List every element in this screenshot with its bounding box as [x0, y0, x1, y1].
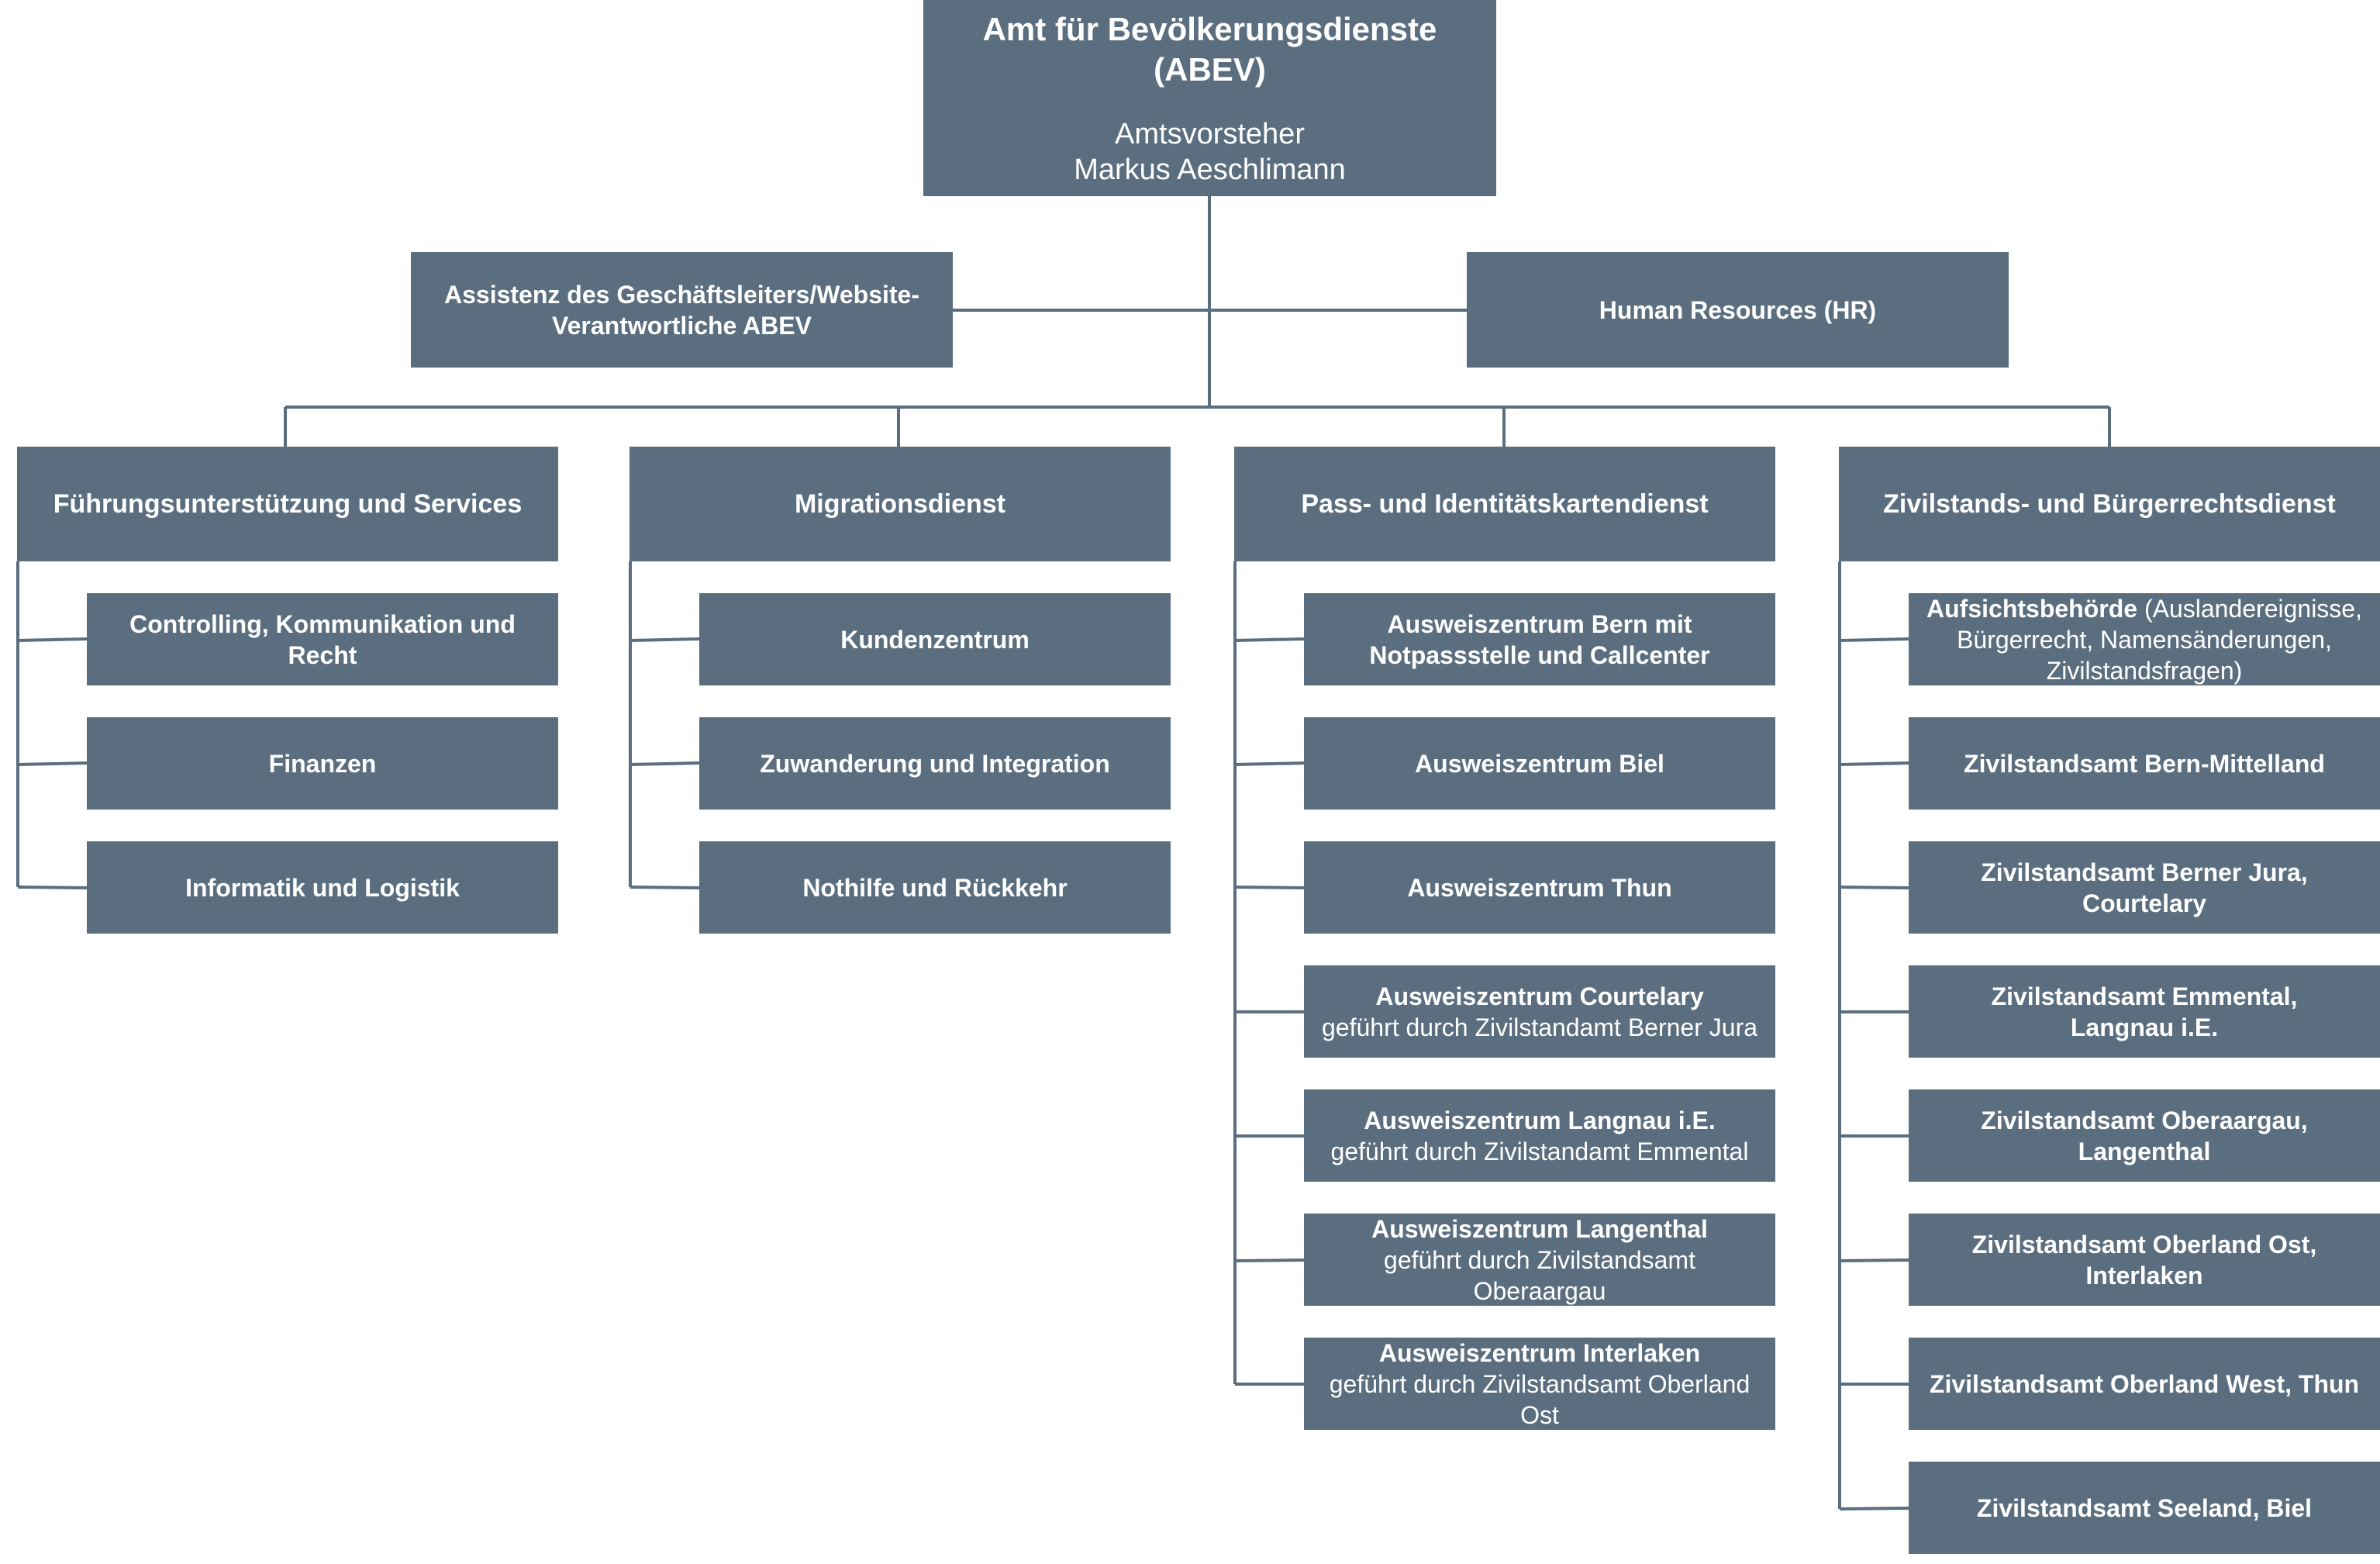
- unit-label: Zuwanderung und Integration: [760, 749, 1110, 778]
- unit-box: Zivilstandsamt Oberland West, Thun: [1909, 1338, 2380, 1430]
- branch-line: [1839, 637, 1909, 642]
- department-title: Führungsunterstützung und Services: [53, 489, 523, 519]
- unit-box: Zivilstandsamt Oberland Ost, Interlaken: [1909, 1214, 2380, 1306]
- unit-box: Zivilstandsamt Oberaargau, Langenthal: [1909, 1089, 2380, 1182]
- unit-box: Zivilstandsamt Bern-Mittelland: [1909, 717, 2380, 810]
- branch-line: [629, 886, 700, 889]
- unit-label: Ausweiszentrum Bern mit: [1387, 609, 1692, 638]
- department-title: Migrationsdienst: [794, 489, 1006, 519]
- unit-label: Courtelary: [2082, 889, 2207, 917]
- unit-label: Zivilstandsamt Oberaargau,: [1981, 1106, 2308, 1134]
- unit-label: Zivilstandsamt Oberland Ost,: [1971, 1230, 2317, 1258]
- unit-box: Informatik und Logistik: [87, 841, 558, 934]
- unit-box: Aufsichtsbehörde (Auslandereignisse, Bür…: [1909, 593, 2380, 685]
- assistant-line: Assistenz des Geschäftsleiters/Website-: [444, 280, 919, 309]
- unit-label: Nothilfe und Rückkehr: [802, 873, 1068, 902]
- unit-label: Zivilstandsamt Berner Jura,: [1981, 858, 2308, 886]
- unit-label: Zivilstandsamt Emmental,: [1991, 982, 2298, 1010]
- unit-label: Kundenzentrum: [840, 625, 1030, 654]
- hr-box: Human Resources (HR): [1467, 252, 2009, 368]
- branch-line: [17, 886, 88, 889]
- unit-box: Zuwanderung und Integration: [699, 717, 1171, 810]
- branch-line: [1839, 886, 1909, 889]
- hr-label: Human Resources (HR): [1599, 295, 1877, 324]
- unit-label: Ausweiszentrum Langenthal: [1371, 1214, 1708, 1243]
- department-box: Migrationsdienst: [629, 447, 1171, 561]
- branch-line: [1839, 1507, 1909, 1510]
- branch-line: [1839, 761, 1909, 766]
- branch-line: [1839, 1258, 1909, 1262]
- unit-label: Zivilstandsamt Seeland, Biel: [1976, 1493, 2313, 1522]
- unit-label: Notpassstelle und Callcenter: [1369, 640, 1710, 669]
- unit-box: Ausweiszentrum Bern mit Notpassstelle un…: [1304, 593, 1775, 685]
- unit-label: Zivilstandsamt Bern-Mittelland: [1964, 749, 2325, 778]
- unit-label: Ausweiszentrum Biel: [1415, 749, 1664, 778]
- unit-label: Langnau i.E.: [2070, 1013, 2219, 1041]
- unit-label: Zivilstandsamt Oberland West, Thun: [1929, 1369, 2360, 1398]
- office-abbreviation: (ABEV): [1154, 50, 1266, 88]
- branch-line: [1234, 886, 1305, 889]
- head-office-box: Amt für Bevölkerungsdienste (ABEV) Amtsv…: [923, 0, 1496, 196]
- unit-note: Bürgerrecht, Namensänderungen,: [1957, 625, 2332, 654]
- unit-box: Ausweiszentrum Courtelary geführt durch …: [1304, 965, 1775, 1058]
- branch-line: [629, 637, 700, 642]
- assistant-box: Assistenz des Geschäftsleiters/Website- …: [411, 252, 953, 368]
- unit-note: geführt durch Zivilstandamt Berner Jura: [1321, 1013, 1758, 1041]
- unit-label: Aufsichtsbehörde: [1926, 594, 2138, 623]
- branch-line: [1234, 1258, 1305, 1262]
- unit-box: Nothilfe und Rückkehr: [699, 841, 1171, 934]
- unit-label: Informatik und Logistik: [185, 873, 460, 902]
- unit-box: Kundenzentrum: [699, 593, 1171, 685]
- unit-label: Interlaken: [2085, 1261, 2203, 1290]
- unit-box: Ausweiszentrum Thun: [1304, 841, 1775, 934]
- unit-label: Ausweiszentrum Interlaken: [1378, 1338, 1701, 1367]
- unit-box: Ausweiszentrum Interlaken geführt durch …: [1304, 1338, 1775, 1430]
- unit-note: Zivilstandsfragen): [2046, 656, 2243, 685]
- unit-box: Ausweiszentrum Biel: [1304, 717, 1775, 810]
- branch-line: [1234, 637, 1305, 642]
- unit-label: Ausweiszentrum Courtelary: [1375, 982, 1704, 1010]
- unit-box: Ausweiszentrum Langnau i.E. geführt durc…: [1304, 1089, 1775, 1182]
- unit-label: Ausweiszentrum Langnau i.E.: [1364, 1106, 1716, 1134]
- branch-line: [17, 637, 88, 642]
- office-title: Amt für Bevölkerungsdienste: [982, 10, 1437, 47]
- unit-box: Zivilstandsamt Berner Jura, Courtelary: [1909, 841, 2380, 934]
- unit-note: Ost: [1520, 1400, 1559, 1429]
- office-head-name: Markus Aeschlimann: [1074, 153, 1346, 186]
- unit-box: Zivilstandsamt Emmental, Langnau i.E.: [1909, 965, 2380, 1058]
- unit-label: Ausweiszentrum Thun: [1407, 873, 1672, 902]
- unit-note: geführt durch Zivilstandsamt: [1384, 1245, 1695, 1274]
- department-title: Zivilstands- und Bürgerrechtsdienst: [1883, 489, 2336, 519]
- unit-box: Ausweiszentrum Langenthal geführt durch …: [1304, 1214, 1775, 1306]
- unit-box: Controlling, Kommunikation und Recht: [87, 593, 558, 685]
- branch-line: [629, 761, 700, 766]
- department-box: Pass- und Identitätskartendienst: [1234, 447, 1775, 561]
- department-box: Führungsunterstützung und Services: [17, 447, 558, 561]
- unit-label: Langenthal: [2078, 1137, 2211, 1165]
- unit-box: Zivilstandsamt Seeland, Biel: [1909, 1462, 2380, 1554]
- unit-label: Recht: [288, 640, 357, 669]
- unit-label-mixed: Aufsichtsbehörde (Auslandereignisse,: [1926, 593, 2362, 624]
- unit-note: Oberaargau: [1473, 1276, 1606, 1305]
- department-box: Zivilstands- und Bürgerrechtsdienst: [1839, 447, 2380, 561]
- office-role: Amtsvorsteher: [1115, 117, 1305, 150]
- unit-label: Controlling, Kommunikation und: [129, 609, 516, 638]
- assistant-line: Verantwortliche ABEV: [552, 311, 812, 340]
- branch-line: [17, 761, 88, 766]
- unit-label: Finanzen: [268, 749, 377, 778]
- branch-line: [1234, 761, 1305, 766]
- unit-note: geführt durch Zivilstandamt Emmental: [1330, 1137, 1749, 1165]
- unit-box: Finanzen: [87, 717, 558, 810]
- unit-note: geführt durch Zivilstandsamt Oberland: [1329, 1369, 1751, 1398]
- department-title: Pass- und Identitätskartendienst: [1301, 489, 1709, 519]
- unit-note: (Auslandereignisse,: [2137, 594, 2362, 623]
